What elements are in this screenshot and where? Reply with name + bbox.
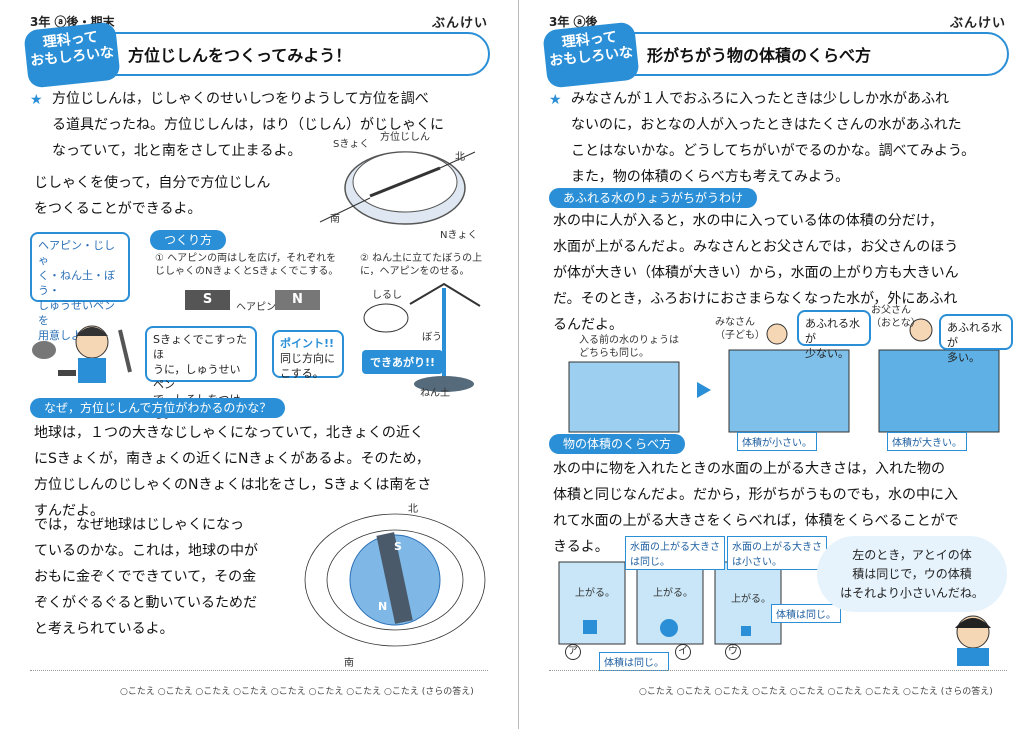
section-compare: 物の体積のくらべ方 bbox=[549, 434, 686, 454]
para-compare: 水の中に物を入れたときの水面の上がる大きさは，入れた物の 体積と同じなんだよ。だ… bbox=[553, 461, 959, 555]
tip-bubble: Sきょくでこすったほ うに，しゅうせいペン で，しるしをつける。 bbox=[145, 326, 257, 421]
south-label: 南 bbox=[330, 214, 340, 225]
answer-footer: ○こたえ ○こたえ ○こたえ ○こたえ ○こたえ ○こたえ ○こたえ ○こたえ … bbox=[639, 687, 993, 697]
compass-label: 方位じしん bbox=[380, 132, 430, 143]
earth-south-label: 南 bbox=[344, 658, 354, 669]
up-label-a: 上がる。 bbox=[575, 588, 615, 599]
footer-divider bbox=[549, 670, 1007, 671]
subject-badge: 理科って おもしろいな bbox=[542, 21, 640, 89]
intro-text: 方位じしんは，じしゃくのせいしつをりようして方位を調べ る道具だったね。方位じし… bbox=[52, 91, 444, 159]
earth-n-label: N bbox=[378, 600, 388, 613]
speech-bubble: 左のとき，アとイの体 積は同じで，ウの体積 はそれより小さいんだね。 bbox=[817, 536, 1007, 612]
right-page: 3年 ⓐ後 ぶんけい 理科って おもしろいな 形がちがう物の体積のくらべ方 ★ … bbox=[518, 0, 1036, 729]
s-pole-label: Sきょく bbox=[333, 139, 370, 150]
cup-c-label: ウ bbox=[725, 644, 741, 660]
clay-label: ねん土 bbox=[420, 388, 450, 399]
brand-logo: ぶんけい bbox=[431, 16, 488, 31]
earth-s-label: S bbox=[394, 540, 402, 553]
kid-overflow-bubble: あふれる水が 少ない。 bbox=[797, 310, 871, 360]
cup-b-label: イ bbox=[675, 644, 691, 660]
section-why: なぜ，方位じしんで方位がわかるのかな？ bbox=[30, 398, 286, 418]
star-icon: ★ bbox=[549, 92, 562, 108]
vol-same-label: 体積は同じ。 bbox=[599, 652, 669, 671]
cups-illustration bbox=[558, 561, 782, 645]
vol-same-label-right: 体積は同じ。 bbox=[771, 604, 841, 623]
kid-label: みなさん （子ども） bbox=[715, 317, 765, 341]
intro-text: みなさんが１人でおふろに入ったときは少ししか水があふれ ないのに，おとなの人が入… bbox=[571, 91, 976, 185]
materials-bubble: ヘアピン・じしゃ く・ねん土・ぼう・ しゅうせいペンを 用意しよう！ bbox=[30, 232, 130, 342]
north-label: 北 bbox=[455, 152, 465, 163]
compass-illustration bbox=[319, 151, 476, 225]
up-label-b: 上がる。 bbox=[653, 588, 693, 599]
before-label: 入る前の水のりょうは どちらも同じ。 bbox=[579, 335, 679, 359]
star-icon: ★ bbox=[30, 92, 43, 108]
para-overflow: 水の中に人が入ると，水の中に入っている体の体積の分だけ， 水面が上がるんだよ。み… bbox=[553, 213, 959, 333]
bath-illustration bbox=[568, 318, 1000, 433]
page-title: 方位じしんをつくってみよう！ bbox=[128, 46, 352, 65]
step2-text: ② ねん土に立てたぼうの上 に，ヘアピンをのせる。 bbox=[360, 253, 483, 277]
brand-logo: ぶんけい bbox=[949, 16, 1006, 31]
page-title: 形がちがう物の体積のくらべ方 bbox=[647, 46, 872, 65]
para-magnet: じしゃくを使って，自分で方位じしん をつくることができるよ。 bbox=[34, 175, 271, 217]
dad-overflow-bubble: あふれる水が 多い。 bbox=[939, 314, 1013, 364]
rise-same-label: 水面の上がる大きさ は同じ。 bbox=[625, 536, 725, 570]
rise-small-label: 水面の上がる大きさ は小さい。 bbox=[727, 536, 827, 570]
dad-label: お父さん （おとな） bbox=[871, 305, 921, 329]
girl-illustration bbox=[955, 615, 991, 666]
up-label-c: 上がる。 bbox=[731, 594, 771, 605]
earth-north-label: 北 bbox=[408, 504, 418, 515]
vol-large-label: 体積が大きい。 bbox=[887, 432, 967, 451]
done-badge: できあがり!! bbox=[362, 350, 444, 374]
stand-illustration bbox=[363, 282, 481, 392]
para-metal: では，なぜ地球はじしゃくになっ ているのかな。これは，地球の中が おもに金ぞくで… bbox=[34, 517, 258, 637]
subject-badge: 理科って おもしろいな bbox=[23, 21, 121, 89]
earth-illustration bbox=[304, 513, 486, 647]
boy-illustration bbox=[32, 325, 132, 383]
section-overflow: あふれる水のりょうがちがうわけ bbox=[549, 188, 758, 208]
mark-label: しるし bbox=[372, 290, 402, 301]
magnet-n: N bbox=[275, 290, 320, 310]
section-how-to: つくり方 bbox=[150, 230, 227, 250]
answer-footer: ○こたえ ○こたえ ○こたえ ○こたえ ○こたえ ○こたえ ○こたえ ○こたえ … bbox=[120, 687, 474, 697]
vol-small-label: 体積が小さい。 bbox=[737, 432, 817, 451]
cup-a-label: ア bbox=[565, 644, 581, 660]
footer-divider bbox=[30, 670, 488, 671]
para-earth: 地球は，１つの大きなじしゃくになっていて，北きょくの近く にSきょくが，南きょく… bbox=[34, 425, 432, 519]
left-page: 3年 ⓐ後・期末 ぶんけい 理科って おもしろいな 方位じしんをつくってみよう！… bbox=[23, 15, 490, 697]
magnet-s: S bbox=[185, 290, 230, 310]
stick-label: ぼう bbox=[422, 332, 442, 343]
point-bubble: ポイント!! 同じ方向に こする。 bbox=[272, 330, 344, 380]
n-pole-label: Nきょく bbox=[440, 230, 478, 241]
hairpin-label: ヘアピン bbox=[236, 302, 276, 313]
step1-text: ① ヘアピンの両はしを広げ，それぞれを じしゃくのNきょくとSきょくでこする。 bbox=[155, 253, 339, 277]
